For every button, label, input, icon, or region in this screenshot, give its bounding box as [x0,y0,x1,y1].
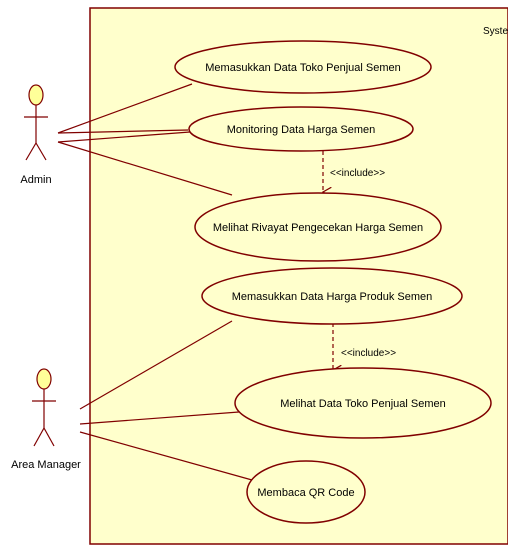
use-case-label: Memasukkan Data Harga Produk Semen [232,291,433,303]
assoc-admin-uc3 [57,141,233,196]
system-label: Syster [483,26,508,37]
assoc-am-uc4 [79,320,233,410]
use-case-membaca-qr-code[interactable]: Membaca QR Code [246,460,366,524]
use-case-monitoring-harga[interactable]: Monitoring Data Harga Semen [188,106,414,152]
use-case-melihat-riwayat[interactable]: Melihat Rivayat Pengecekan Harga Semen [194,192,442,262]
use-case-memasukkan-data-toko[interactable]: Memasukkan Data Toko Penjual Semen [174,40,432,94]
actor-admin-icon[interactable] [24,84,48,161]
actor-admin-label: Admin [20,174,51,186]
use-case-label: Melihat Rivayat Pengecekan Harga Semen [213,222,423,234]
assoc-admin-uc1 [57,83,193,134]
use-case-memasukkan-harga-produk[interactable]: Memasukkan Data Harga Produk Semen [201,267,463,325]
actor-area-manager-label: Area Manager [11,459,81,471]
assoc-admin-uc2 [57,129,189,134]
use-case-melihat-data-toko[interactable]: Melihat Data Toko Penjual Semen [234,367,492,439]
include-label-2: <<include>> [341,348,396,359]
assoc-am-uc5 [79,411,240,425]
use-case-label: Monitoring Data Harga Semen [227,124,376,136]
assoc-admin-uc2b [57,131,191,143]
actor-area-manager-icon[interactable] [32,368,56,447]
use-case-label: Memasukkan Data Toko Penjual Semen [205,62,400,74]
assoc-am-uc6 [79,431,253,481]
use-case-label: Melihat Data Toko Penjual Semen [280,398,446,410]
include-label-1: <<include>> [330,168,385,179]
use-case-label: Membaca QR Code [257,487,354,499]
